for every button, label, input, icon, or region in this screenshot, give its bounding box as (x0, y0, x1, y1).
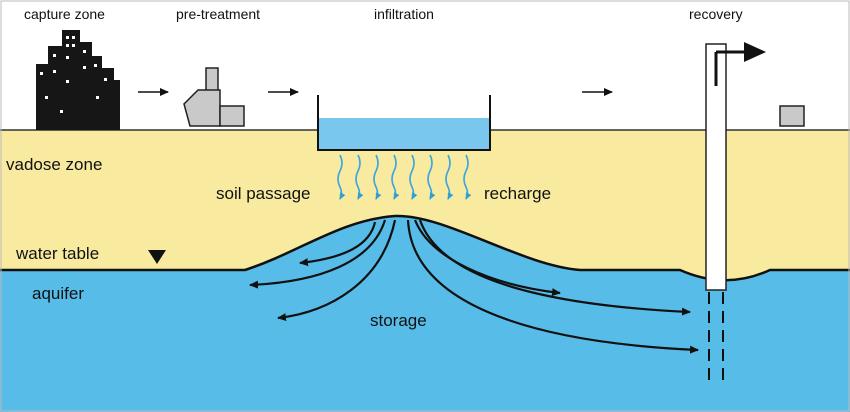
infiltration-label: infiltration (374, 6, 434, 22)
groundwater-flow-arrows (249, 219, 699, 354)
water-table-marker-icon (148, 250, 166, 264)
recovery-label: recovery (689, 6, 743, 22)
treatment-plant-icon (183, 67, 245, 127)
aquifer-layer (0, 215, 850, 412)
infiltration-basin-walls (317, 95, 491, 151)
city-buildings-icon (36, 30, 120, 130)
vadose-zone-label: vadose zone (6, 155, 103, 174)
infiltration-droplets (337, 154, 472, 200)
aquifer-label: aquifer (32, 284, 84, 303)
soil-passage-label: soil passage (216, 184, 311, 203)
infiltration-basin-water (318, 118, 490, 150)
recovery-outflow-arrow-icon (744, 42, 766, 62)
pre-treatment-label: pre-treatment (176, 6, 261, 22)
recharge-label: recharge (484, 184, 552, 203)
water-table-label: water table (16, 244, 100, 263)
recovery-building-icon (779, 105, 805, 127)
city-windows (40, 36, 107, 113)
recovery-well-casing (705, 43, 727, 291)
capture-zone-label: capture zone (24, 6, 105, 22)
storage-label: storage (370, 311, 427, 330)
